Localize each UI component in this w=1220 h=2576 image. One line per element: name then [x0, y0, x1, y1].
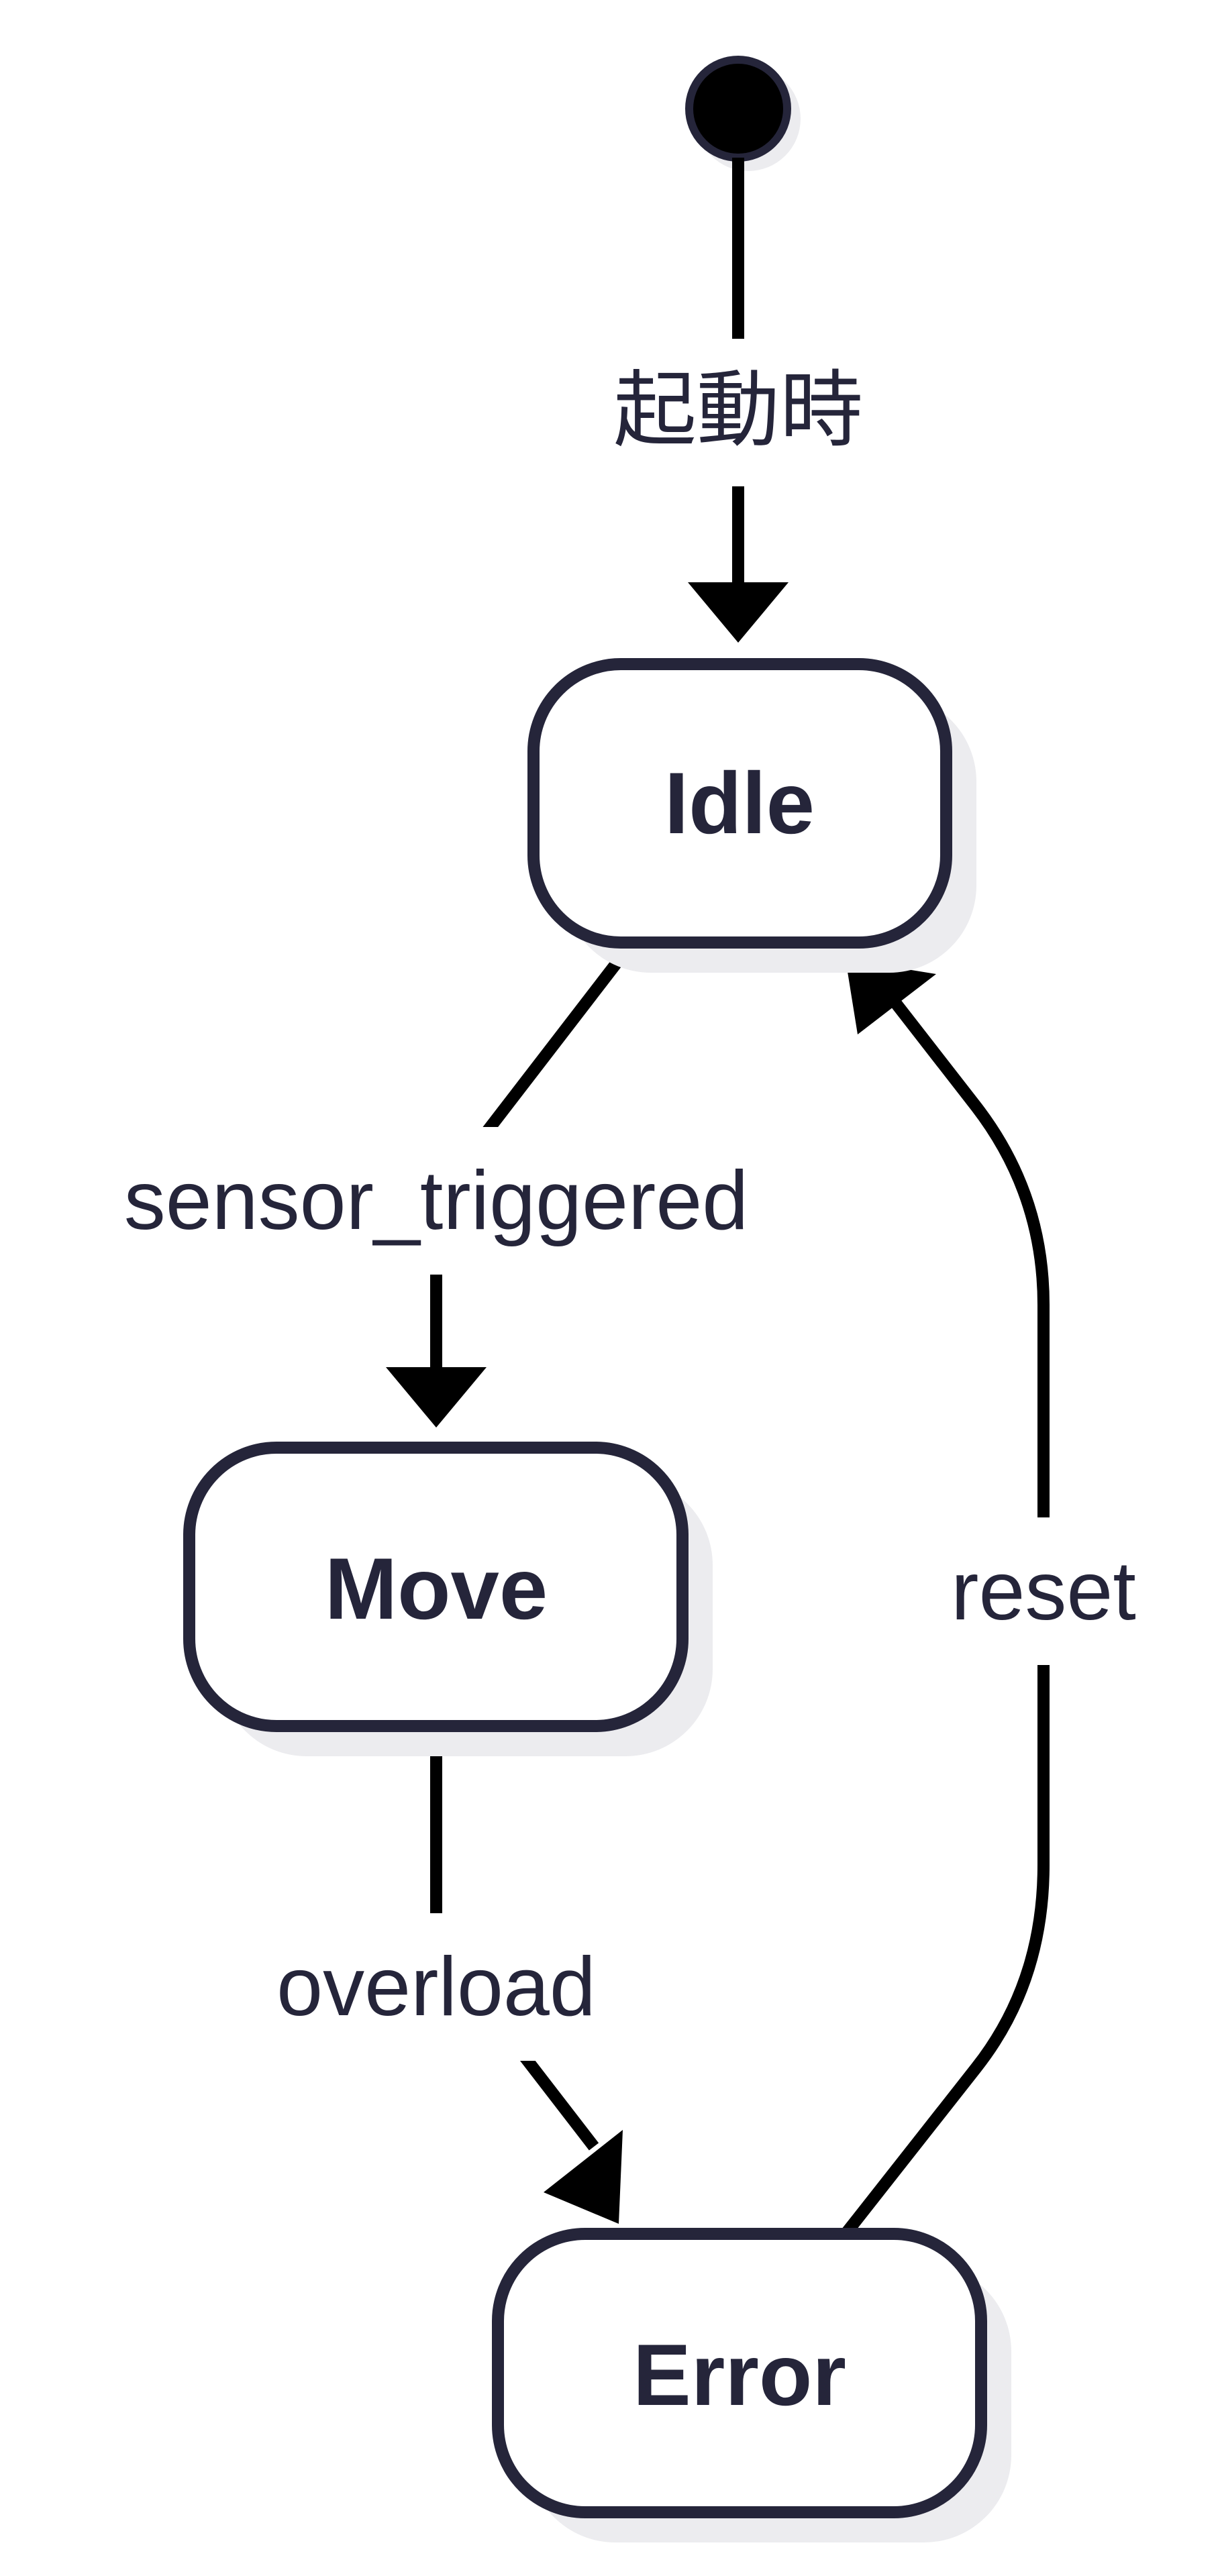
arrowhead-icon	[544, 2130, 623, 2224]
transition-error-to-idle[interactable]	[840, 959, 1050, 2238]
state-label: Idle	[664, 754, 815, 852]
initial-state[interactable]	[685, 56, 801, 171]
arrowhead-icon	[846, 959, 936, 1034]
edge-label-start-to-idle: 起動時	[584, 339, 893, 486]
edge-label-idle-to-move: sensor_triggered	[47, 1127, 829, 1275]
edge-label-error-to-idle: reset	[916, 1517, 1171, 1665]
transition-label: sensor_triggered	[124, 1155, 749, 1247]
arrowhead-icon	[688, 582, 789, 643]
state-idle[interactable]: Idle	[527, 658, 976, 973]
state-label: Error	[633, 2326, 846, 2424]
state-error[interactable]: Error	[492, 2228, 1011, 2542]
transition-label: 起動時	[613, 362, 863, 459]
arrowhead-icon	[386, 1367, 487, 1428]
transition-label: overload	[276, 1941, 596, 2033]
transition-label: reset	[951, 1545, 1136, 1638]
edge-label-move-to-error: overload	[228, 1913, 644, 2061]
state-move[interactable]: Move	[183, 1442, 713, 1756]
state-label: Move	[325, 1540, 548, 1638]
